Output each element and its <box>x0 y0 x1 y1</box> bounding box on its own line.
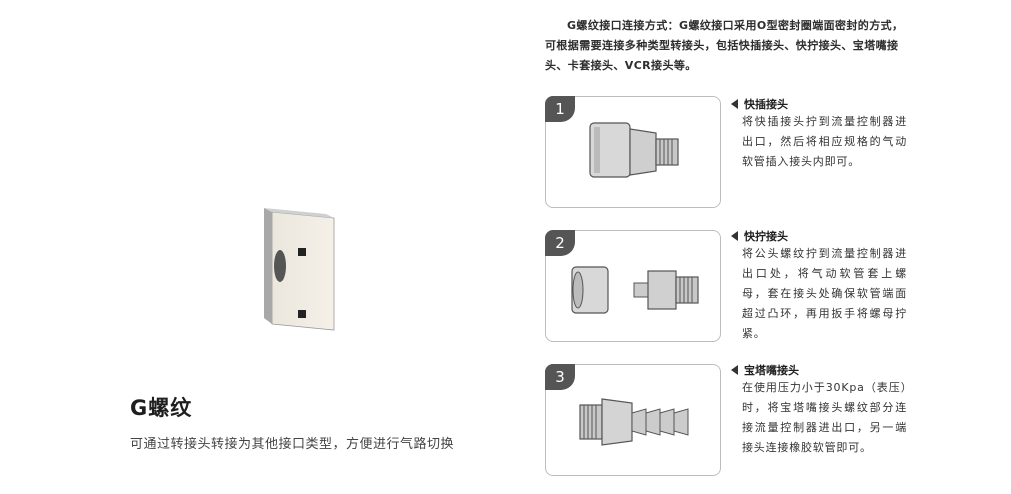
product-description: 可通过转接头转接为其他接口类型，方便进行气路切换 <box>130 437 455 452</box>
fitting-panel-barb: 3 <box>545 364 721 476</box>
panel-number: 2 <box>545 230 575 256</box>
g-thread-block-image <box>264 208 335 331</box>
fitting-title: 快插接头 <box>744 98 788 111</box>
panel-number: 1 <box>545 96 575 122</box>
pointer-triangle-icon <box>731 365 738 375</box>
connection-intro: G螺纹接口连接方式：G螺纹接口采用O型密封圈端面密封的方式，可根据需要连接多种类… <box>545 19 904 72</box>
pointer-triangle-icon <box>731 99 738 109</box>
fitting-description: 在使用压力小于30Kpa（表压）时，将宝塔嘴接头螺纹部分连接流量控制器进出口，另… <box>742 381 907 454</box>
fitting-info-quick-screw: 快拧接头 将公头螺纹拧到流量控制器进出口处，将气动软管套上螺母，套在接头处确保软… <box>731 228 907 344</box>
fitting-title: 快拧接头 <box>744 230 788 243</box>
quick-screw-fitting-image <box>571 266 699 314</box>
fitting-panel-quick-plug: 1 <box>545 96 721 208</box>
fitting-panel-quick-screw: 2 <box>545 230 721 342</box>
fitting-description: 将快插接头拧到流量控制器进出口，然后将相应规格的气动软管插入接头内即可。 <box>742 115 907 168</box>
quick-plug-fitting-image <box>589 122 679 178</box>
product-title: G螺纹 <box>130 396 193 420</box>
barb-fitting-image <box>579 398 689 446</box>
fitting-title: 宝塔嘴接头 <box>744 364 799 377</box>
fitting-info-quick-plug: 快插接头 将快插接头拧到流量控制器进出口，然后将相应规格的气动软管插入接头内即可… <box>731 96 907 172</box>
fitting-info-barb: 宝塔嘴接头 在使用压力小于30Kpa（表压）时，将宝塔嘴接头螺纹部分连接流量控制… <box>731 362 907 458</box>
panel-number: 3 <box>545 364 575 390</box>
pointer-triangle-icon <box>731 231 738 241</box>
fitting-description: 将公头螺纹拧到流量控制器进出口处，将气动软管套上螺母，套在接头处确保软管端面超过… <box>742 247 907 340</box>
